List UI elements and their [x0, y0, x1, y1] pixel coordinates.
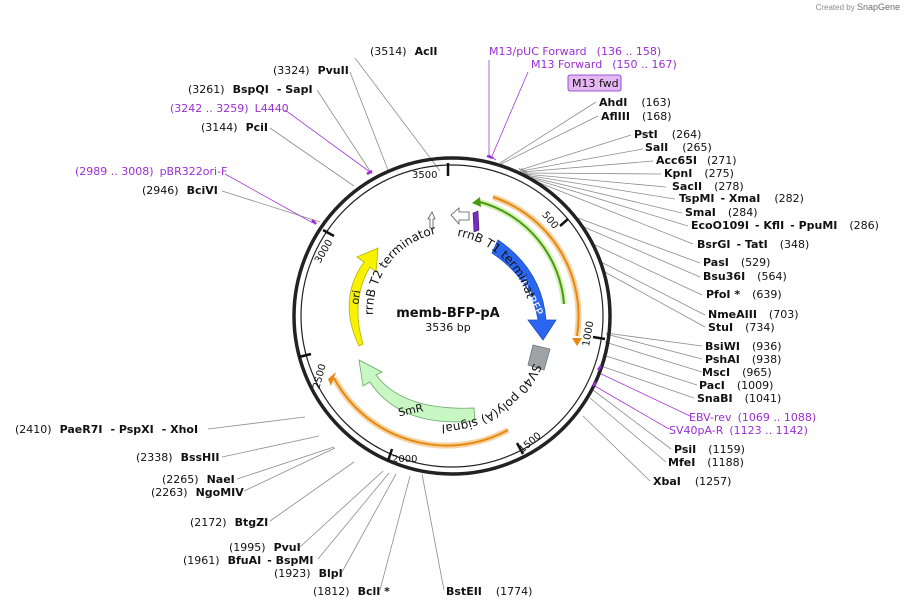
site-sali[interactable]: SalI(265) [645, 141, 712, 154]
snapgene-watermark: Created by SnapGene [816, 2, 900, 12]
site-pcii[interactable]: (3144)PciI [201, 121, 268, 134]
site-pfoi[interactable]: PfoI *(639) [706, 288, 782, 301]
site-nmeaiii[interactable]: NmeAIII(703) [708, 308, 799, 321]
site-ecoo109i[interactable]: EcoO109I- KflI- PpuMI(286) [691, 219, 879, 232]
site-stui[interactable]: StuI(734) [708, 321, 775, 334]
site-bsteii[interactable]: BstEII(1774) [446, 585, 532, 598]
primer-l4440[interactable]: (3242 .. 3259)L4440 [170, 102, 289, 115]
primer-markers [311, 154, 602, 387]
site-bcivi[interactable]: (2946)BciVI [142, 184, 218, 197]
site-paci[interactable]: PacI(1009) [699, 379, 773, 392]
m13-fwd-box[interactable] [567, 74, 622, 92]
site-psii[interactable]: PsiI(1159) [674, 443, 745, 456]
site-pvui[interactable]: (1995)PvuI [229, 541, 301, 554]
primer-pbr322ori-f[interactable]: (2989 .. 3008)pBR322ori-F [75, 165, 227, 178]
site-pshai[interactable]: PshAI(938) [705, 353, 781, 366]
site-naei[interactable]: (2265)NaeI [162, 473, 235, 486]
site-smai[interactable]: SmaI(284) [685, 206, 758, 219]
watermark-prefix: Created by [815, 3, 855, 12]
site-ahdi[interactable]: AhdI(163) [599, 96, 671, 109]
sv40-polya-feature [527, 344, 551, 371]
site-acc65i[interactable]: Acc65I(271) [656, 154, 737, 167]
enzyme-leader-lines [207, 57, 706, 591]
site-kpni[interactable]: KpnI(275) [664, 167, 734, 180]
snapgene-brand: SnapGene [856, 2, 900, 12]
tick-label-1000: 1000 [581, 320, 596, 347]
tick-label-3000: 3000 [313, 238, 335, 266]
site-psti[interactable]: PstI(264) [634, 128, 701, 141]
site-snabi[interactable]: SnaBI(1041) [697, 392, 781, 405]
site-bcli[interactable]: (1812)BclI * [313, 585, 390, 598]
smr-label: SmR [397, 401, 425, 419]
tick-label-2500: 2500 [311, 363, 328, 390]
smr-feature: SmR [358, 359, 476, 423]
site-pvuii[interactable]: (3324)PvuII [273, 64, 349, 77]
primer-leader-lines [224, 60, 691, 430]
rrnb-t1-label: rrnB T1 terminator [0, 0, 538, 300]
rrnb-t2-label: rrnB T2 terminator [362, 223, 437, 315]
enzyme-labels-left: (3514)AclI (3324)PvuII (3261)BspQI- SapI… [15, 45, 532, 598]
site-sacii[interactable]: SacII(278) [672, 180, 744, 193]
tick-marks [298, 163, 606, 462]
rrnb-t1-terminator-feature [450, 207, 480, 233]
tick-label-2000: 2000 [392, 454, 417, 465]
site-bfuai[interactable]: (1961)BfuAI- BspMI [183, 554, 313, 567]
primer-m13puc[interactable]: M13/pUC Forward(136 .. 158) [489, 45, 661, 58]
site-tspmi[interactable]: TspMI- XmaI(282) [679, 192, 804, 205]
site-bsshii[interactable]: (2338)BssHII [136, 451, 219, 464]
site-msci[interactable]: MscI(965) [702, 366, 772, 379]
rrnb-t1-terminator-arc [472, 197, 567, 305]
enzyme-labels-right: AhdI(163) AflIII(168) PstI(264) SalI(265… [599, 96, 879, 488]
plasmid-length: 3536 bp [425, 321, 470, 334]
primer-sv40pa-r[interactable]: SV40pA-R(1123 .. 1142) [669, 424, 808, 437]
tick-label-3500: 3500 [412, 170, 437, 181]
site-bspqi[interactable]: (3261)BspQI- SapI [188, 83, 313, 96]
site-bsrgi[interactable]: BsrGI- TatI(348) [697, 238, 809, 251]
m13-fwd-box-label: M13 fwd [572, 77, 619, 90]
rrnb-t2-terminator-feature [427, 211, 436, 229]
backbone [292, 156, 612, 476]
site-pasi[interactable]: PasI(529) [703, 256, 770, 269]
sv40-polya-label: SV40 poly(A) signal [442, 362, 544, 436]
site-btgzi[interactable]: (2172)BtgZI [190, 516, 268, 529]
primer-m13-forward[interactable]: M13 Forward(150 .. 167) [531, 58, 677, 71]
site-mfei[interactable]: MfeI(1188) [668, 456, 744, 469]
plasmid-name: memb-BFP-pA [396, 306, 499, 321]
site-ngomiv[interactable]: (2263)NgoMIV [151, 486, 244, 499]
site-acli[interactable]: (3514)AclI [370, 45, 437, 58]
orf-arcs [328, 194, 582, 449]
ori-label: ori [348, 289, 363, 305]
site-blpi[interactable]: (1923)BlpI [274, 567, 343, 580]
site-bsu36i[interactable]: Bsu36I(564) [703, 270, 787, 283]
site-paer7i[interactable]: (2410)PaeR7I- PspXI- XhoI [15, 423, 198, 436]
primer-ebv-rev[interactable]: EBV-rev(1069 .. 1088) [689, 411, 816, 424]
site-bsiwi[interactable]: BsiWI(936) [705, 340, 782, 353]
site-xbai[interactable]: XbaI(1257) [653, 475, 731, 488]
primer-labels: M13/pUC Forward(136 .. 158) M13 Forward(… [75, 45, 816, 437]
ori-feature: ori [348, 247, 379, 347]
site-afliii[interactable]: AflIII(168) [601, 110, 672, 123]
